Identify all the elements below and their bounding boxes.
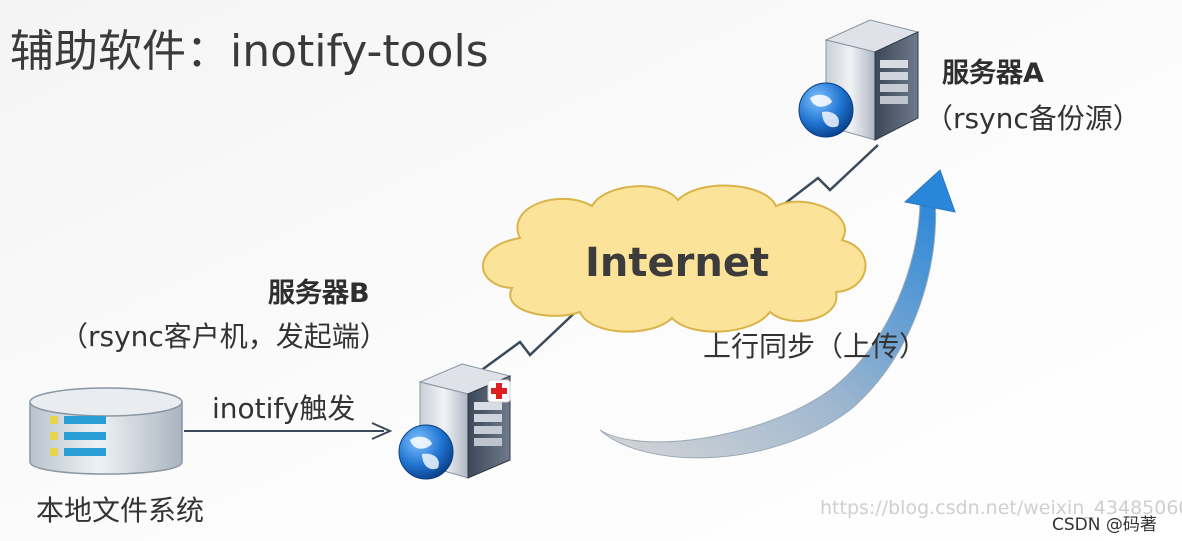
link-cloud-to-server-a	[769, 144, 879, 216]
server-a-name: 服务器A	[942, 58, 1044, 89]
server-a-icon	[798, 19, 920, 141]
globe-icon	[798, 82, 854, 138]
trigger-label: inotify触发	[212, 392, 355, 425]
server-b-role: （rsync客户机，发起端）	[60, 320, 388, 353]
local-filesystem-label: 本地文件系统	[36, 494, 204, 527]
cloud-label: Internet	[585, 240, 769, 286]
local-filesystem-icon	[29, 387, 183, 475]
server-b-icon	[398, 363, 512, 480]
trigger-arrow	[184, 422, 393, 440]
csdn-credit: CSDN @码著	[1052, 515, 1157, 535]
server-b-name: 服务器B	[268, 278, 370, 309]
upload-sync-label: 上行同步（上传）	[703, 330, 927, 363]
watermark-url: https://blog.csdn.net/weixin_43485060	[820, 497, 1182, 519]
globe-icon	[398, 424, 454, 480]
diagram-title: 辅助软件：inotify-tools	[10, 26, 489, 77]
internet-cloud: Internet	[482, 184, 867, 333]
server-a-role: （rsync备份源）	[925, 102, 1141, 135]
link-server-b-to-cloud	[467, 302, 586, 382]
upload-arrow	[599, 169, 956, 459]
red-cross-icon	[487, 379, 511, 403]
